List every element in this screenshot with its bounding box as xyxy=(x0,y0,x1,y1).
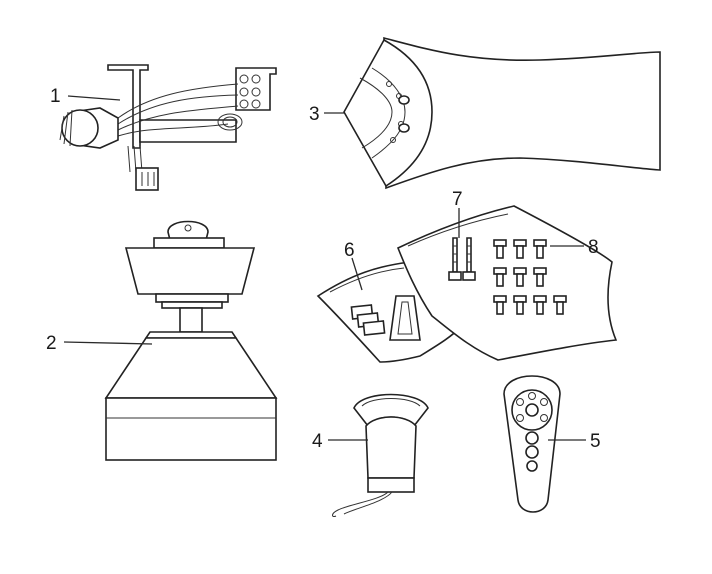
part-4-receiver xyxy=(332,393,429,517)
bolt-group-8 xyxy=(493,239,567,315)
label-part-7: 7 xyxy=(452,189,463,210)
part-7-8-hardware-bag xyxy=(396,205,618,361)
label-part-8: 8 xyxy=(588,237,599,258)
label-part-5: 5 xyxy=(590,431,601,452)
label-part-2: 2 xyxy=(46,333,57,354)
label-part-1: 1 xyxy=(50,86,61,107)
screw-group-7 xyxy=(448,237,476,281)
label-part-4: 4 xyxy=(312,431,323,452)
part-3-fan-blade xyxy=(343,36,661,190)
part-2-motor-housing xyxy=(104,220,278,461)
part-1-mounting-bracket xyxy=(59,64,277,191)
leader-1 xyxy=(67,95,121,101)
part-6-balancing-bag xyxy=(316,261,464,363)
label-part-3: 3 xyxy=(309,104,320,125)
leader-lines xyxy=(63,95,586,441)
leader-2 xyxy=(63,341,153,345)
label-part-6: 6 xyxy=(344,240,355,261)
part-number-labels: 1 2 3 4 5 6 7 8 xyxy=(46,86,601,452)
part-5-remote-control xyxy=(503,375,561,513)
leader-6 xyxy=(351,257,363,291)
